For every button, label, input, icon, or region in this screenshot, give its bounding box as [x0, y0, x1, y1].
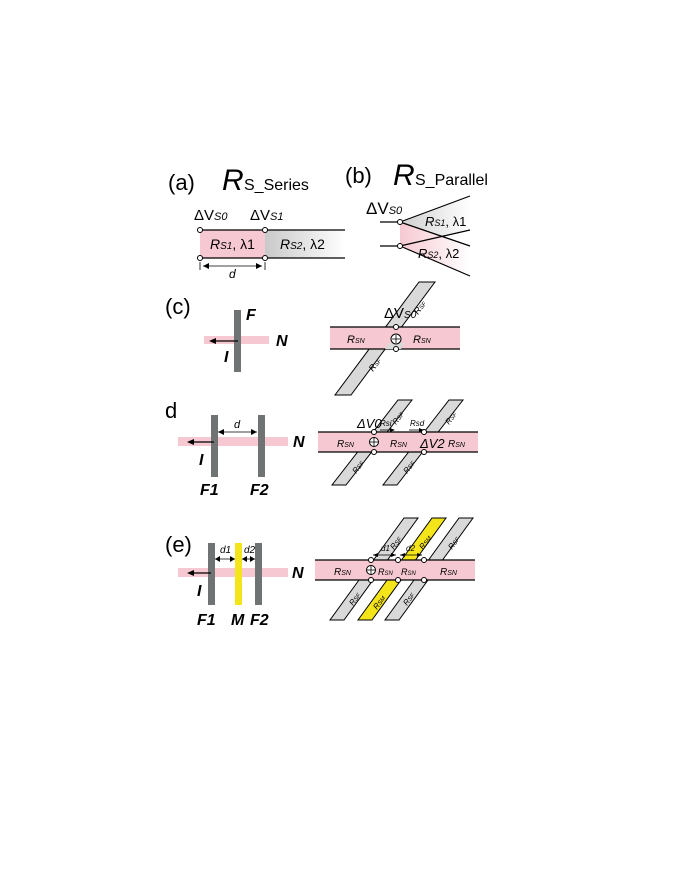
c-delta-vs0-text: ΔVS0 [384, 305, 417, 322]
c-label-N: N [276, 333, 288, 350]
e-f2-bar [255, 543, 262, 605]
d-rsf-4: RSF [401, 459, 417, 475]
panel-e: (e) d1 d2 N I F1 M F2 [165, 517, 475, 629]
d-label-F1: F1 [200, 482, 219, 499]
series-pink-block [200, 230, 265, 258]
c-rsn-right: RSN [413, 334, 432, 346]
title-parallel-R: R [393, 159, 415, 192]
e-nonmagnet-strip [178, 568, 288, 577]
delta-vs0-b-text: ΔVS0 [366, 199, 403, 218]
e-rsn-1: RSN [334, 567, 352, 578]
rs1-b-label: RS1, λ1 [425, 214, 466, 229]
e-rsn-4: RSN [440, 567, 458, 578]
d-rsn-1: RSN [337, 439, 355, 450]
c-rsf-top: RSF [412, 299, 429, 317]
title-series-sub: S_Series [244, 177, 309, 194]
e-m-bar [235, 543, 242, 605]
e-circuit-d2: d2 [406, 544, 415, 553]
e-rsm-1: RSM [417, 534, 433, 551]
rs2-label: RS2, λ2 [280, 236, 325, 252]
label-d: d [165, 398, 177, 423]
c-label-F: F [246, 307, 257, 324]
node-s0 [197, 227, 203, 233]
e-label-N: N [292, 565, 304, 582]
delta-vs0-text: ΔVS0 [194, 207, 228, 224]
series-grey-block [265, 230, 345, 258]
e-rsn-2: RSN [378, 567, 394, 577]
e-rsf-3: RSF [446, 535, 461, 551]
label-c: (c) [165, 294, 191, 319]
label-a: (a) [168, 170, 195, 195]
panel-b: (b) R S_Parallel ΔVS0 RS1, λ1 RS2, λ2 [345, 159, 488, 277]
node-s1 [262, 227, 268, 233]
dim-label-d: d [229, 267, 236, 281]
c-label-I: I [224, 349, 229, 366]
panel-d: d d N I F1 F2 ΔV0 ΔV2 RSN RSN RSN Rsi [165, 398, 478, 499]
d-rsd-label: Rsd [410, 419, 425, 428]
d-label-I: I [199, 452, 204, 469]
title-parallel-sub: S_Parallel [415, 172, 488, 189]
label-b: (b) [345, 163, 372, 188]
c-rsn-left: RSN [347, 334, 366, 346]
e-d2-label: d2 [244, 545, 256, 556]
e-label-F2: F2 [250, 612, 269, 629]
e-d1-label: d1 [220, 545, 231, 556]
e-rsn-band [315, 560, 475, 580]
e-f1-bar [208, 543, 215, 605]
d-f1-bar [211, 415, 218, 477]
c-rsf-bottom: RSF [367, 356, 384, 374]
d-rsn-2: RSN [390, 439, 408, 450]
e-rsf-2: RSF [347, 591, 362, 607]
d-nonmagnet-strip [178, 437, 288, 446]
e-label-I: I [197, 583, 202, 600]
delta-vs1-text: ΔVS1 [250, 207, 284, 224]
d-rsn-band [318, 432, 478, 452]
e-rsn-3: RSN [401, 567, 417, 577]
d-label-F2: F2 [250, 482, 269, 499]
d-rsf-3: RSF [443, 410, 459, 426]
e-rsm-2: RSM [371, 594, 387, 611]
e-rsf-1: RSF [388, 535, 403, 551]
d-dim-label: d [234, 419, 241, 431]
e-rsf-4: RSF [401, 591, 416, 607]
rs1-label: RS1, λ1 [210, 236, 255, 252]
d-rsn-3: RSN [448, 439, 466, 450]
d-label-N: N [293, 434, 305, 451]
d-rsf-1: RSF [390, 410, 406, 426]
d-rsi-label: Rsi [380, 419, 392, 428]
d-v0-text: ΔV0 [356, 416, 382, 431]
rs2-b-label: RS2, λ2 [418, 246, 459, 261]
e-label-F1: F1 [197, 612, 216, 629]
e-circuit-d1: d1 [381, 544, 390, 553]
d-rsf-2: RSF [350, 459, 366, 475]
d-f2-bar [258, 415, 265, 477]
panel-a: (a) R S_Series ΔVS0 ΔVS1 RS1, λ1 RS2, λ2… [168, 164, 345, 281]
d-v2-text: ΔV2 [419, 436, 445, 451]
e-label-M: M [231, 612, 245, 629]
title-series-R: R [222, 164, 244, 197]
panel-c: (c) F N I ΔVS0 RSN RSN RSF RSF [165, 281, 460, 396]
label-e: (e) [165, 532, 192, 557]
parallel-pink-branch [400, 222, 470, 276]
